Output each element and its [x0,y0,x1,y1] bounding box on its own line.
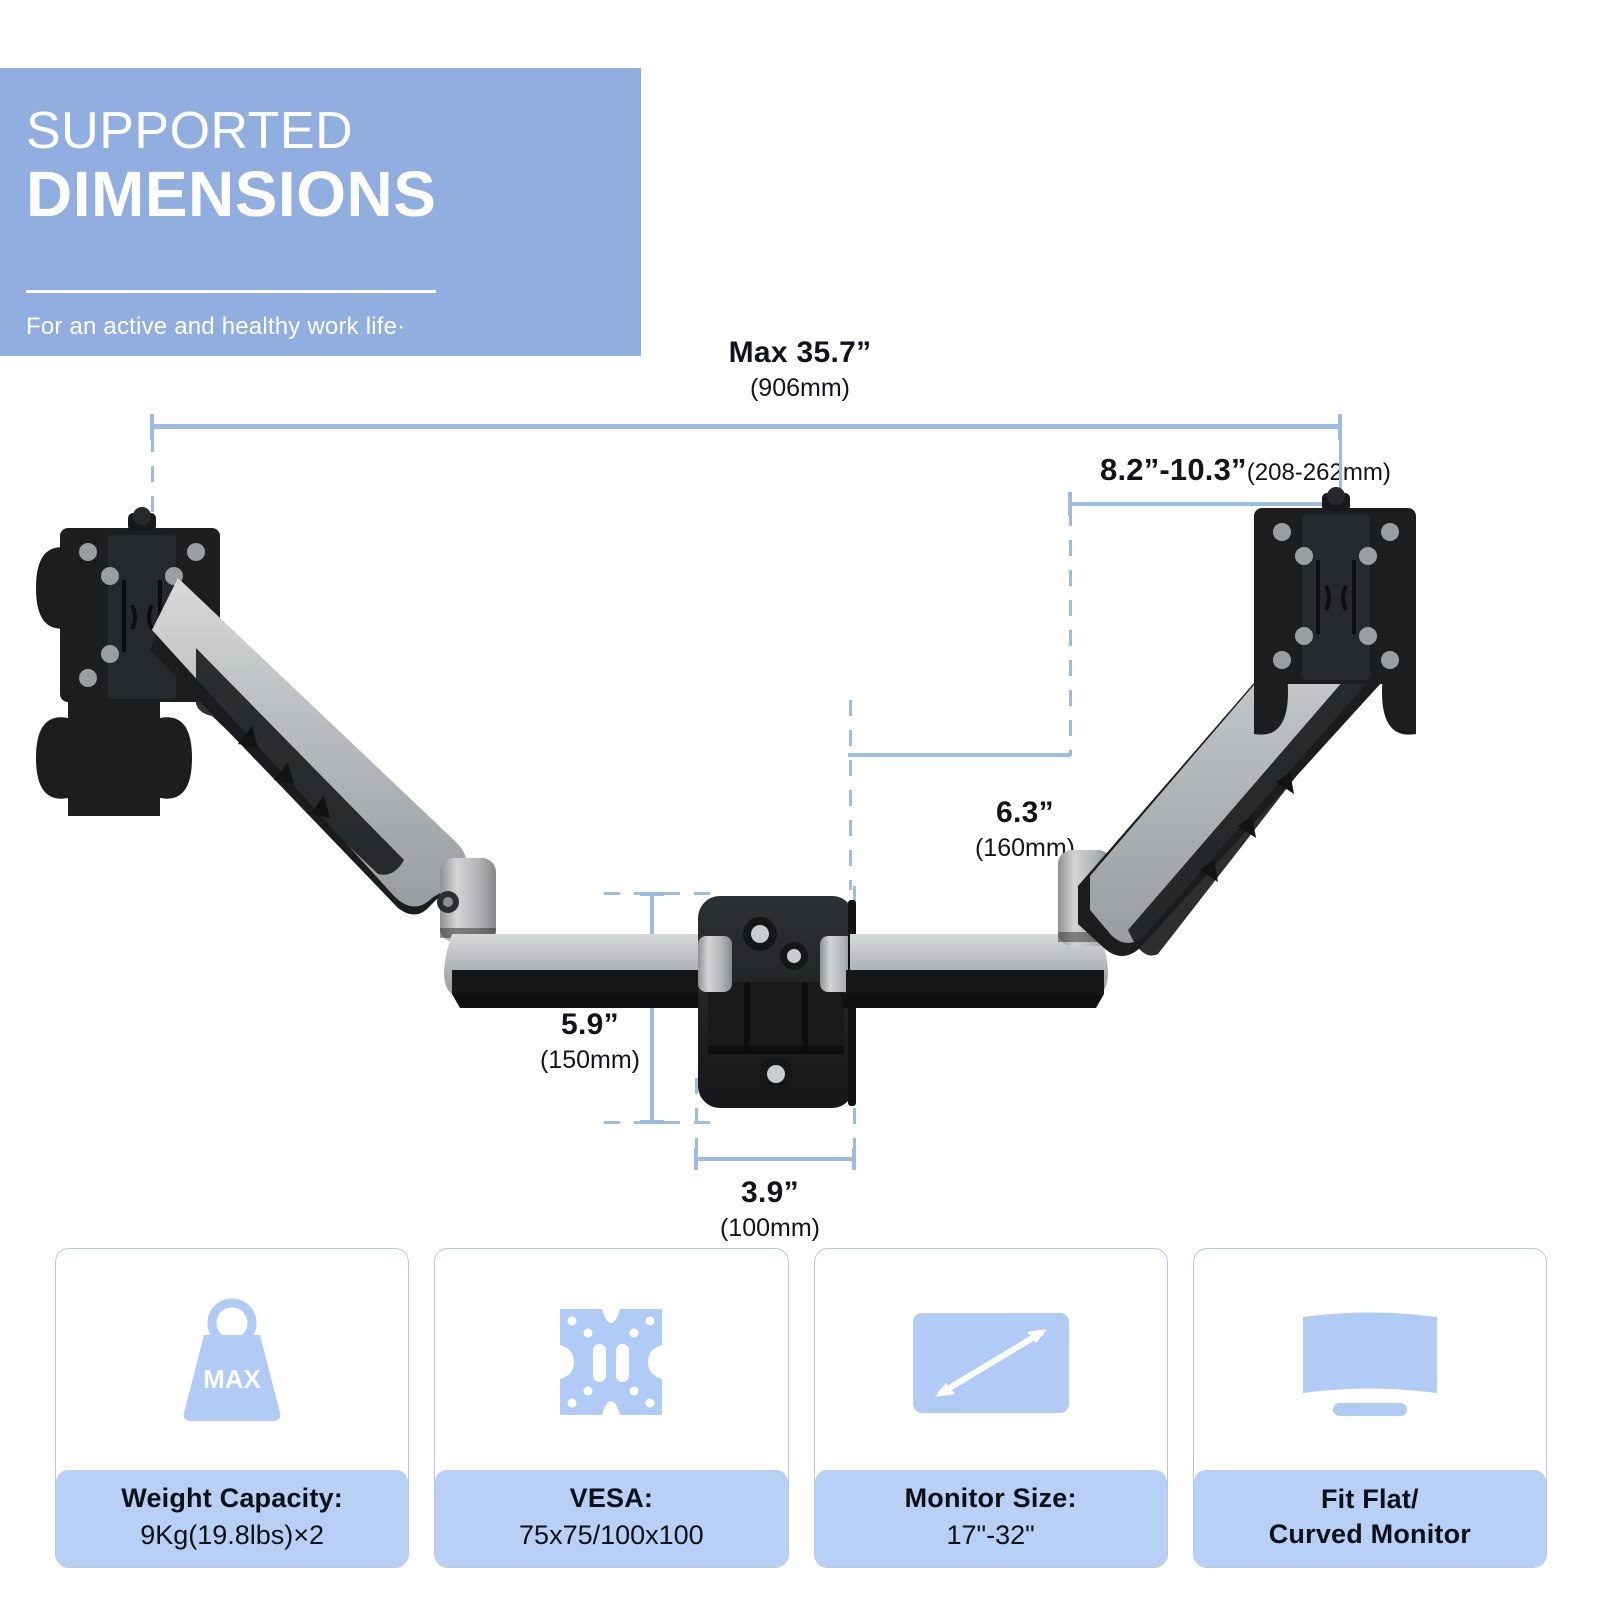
header-title-line2: DIMENSIONS [26,157,437,230]
right-lower-arm [842,934,1108,1008]
base-width-line [694,1157,856,1161]
header-title-line1: SUPPORTED [26,102,354,160]
dimension-height-adjust-metric: (160mm) [974,834,1075,862]
card-vesa: VESA: 75x75/100x100 [434,1248,789,1568]
dimension-max-width-metric: (906mm) [749,374,850,402]
arm-reach-line [1068,502,1342,506]
card-fit-monitor-title-line2: Curved Monitor [1268,1519,1472,1550]
dimension-arm-reach-value: 8.2”-10.3” [1100,452,1247,487]
vesa-plate-icon [560,1309,663,1416]
header-banner: SUPPORTED DIMENSIONS For an active and h… [0,68,641,356]
card-weight-footer: Weight Capacity: 9Kg(19.8lbs)×2 [56,1469,409,1567]
arm-reach-cap-left [1068,492,1072,516]
dimension-arm-reach-metric: (208-262mm) [1246,459,1391,486]
dimension-base-height-value: 5.9” [561,1008,619,1041]
card-monitor-size-icon-area [815,1249,1167,1470]
card-vesa-footer: VESA: 75x75/100x100 [435,1469,788,1567]
dimension-base-width-value: 3.9” [741,1176,799,1209]
card-weight-icon-area: MAX [56,1249,408,1470]
base-height-leader-bottom [604,1121,712,1124]
left-elbow-joint [437,858,496,942]
max-width-cap-left [150,414,154,440]
base-width-cap-right [852,1148,856,1170]
arm-reach-leader-left [1069,510,1072,756]
monitor-diagonal-icon [912,1313,1069,1414]
dimension-height-adjust-value: 6.3” [996,796,1054,829]
dimension-base-width-metric: (100mm) [719,1214,820,1242]
dimension-max-width-value: Max 35.7” [728,336,872,369]
max-weight-icon: MAX [183,1298,281,1422]
card-monitor-size-title: Monitor Size: [904,1482,1077,1513]
dimension-base-height-metric: (150mm) [539,1046,640,1074]
monitor-mount-illustration [36,487,1416,1108]
card-vesa-icon-area [435,1249,787,1470]
max-width-line [150,424,1342,429]
card-fit-monitor-icon-area [1194,1249,1546,1470]
base-width-leader-left [695,1078,698,1154]
max-weight-icon-text: MAX [203,1364,261,1394]
left-lower-arm [444,934,708,1008]
card-vesa-title: VESA: [569,1482,654,1513]
header-tagline: For an active and healthy work life· [26,312,406,340]
max-width-cap-right [1338,414,1342,440]
card-monitor-size: Monitor Size: 17"-32" [813,1248,1168,1568]
dimension-base-height: 5.9” (150mm) [510,1008,670,1075]
card-monitor-size-footer: Monitor Size: 17"-32" [814,1469,1167,1567]
card-weight-value: 9Kg(19.8lbs)×2 [140,1520,325,1551]
header-divider [26,289,436,293]
left-upper-arm [150,578,467,915]
base-height-leader-top [604,892,712,895]
dimension-arm-reach: 8.2”-10.3”(208-262mm) [1100,452,1391,488]
card-monitor-size-value: 17"-32" [946,1520,1035,1551]
base-width-leader-right [853,1078,856,1154]
card-vesa-value: 75x75/100x100 [519,1520,704,1551]
card-fit-monitor-footer: Fit Flat/ Curved Monitor [1193,1469,1546,1567]
center-base-plate [698,896,856,1108]
dimension-max-width: Max 35.7” (906mm) [620,336,980,403]
max-width-leader-left [151,436,154,554]
dimension-base-width: 3.9” (100mm) [680,1176,860,1243]
feature-cards: MAX Weight Capacity: 9Kg(19.8lbs)×2 [55,1248,1547,1568]
card-weight-capacity: MAX Weight Capacity: 9Kg(19.8lbs)×2 [55,1248,410,1568]
card-fit-monitor-title-line1: Fit Flat/ [1320,1483,1419,1514]
curved-monitor-icon [1302,1312,1437,1417]
arm-reach-leader-right [1339,452,1342,510]
right-vesa-bracket [1254,487,1416,735]
dimension-height-adjust: 6.3” (160mm) [940,796,1110,863]
base-width-cap-left [694,1148,698,1170]
card-weight-title: Weight Capacity: [121,1482,343,1513]
height-adjust-leader-left [849,700,852,890]
card-fit-monitor: Fit Flat/ Curved Monitor [1192,1248,1547,1568]
height-adjust-line [848,753,1070,757]
